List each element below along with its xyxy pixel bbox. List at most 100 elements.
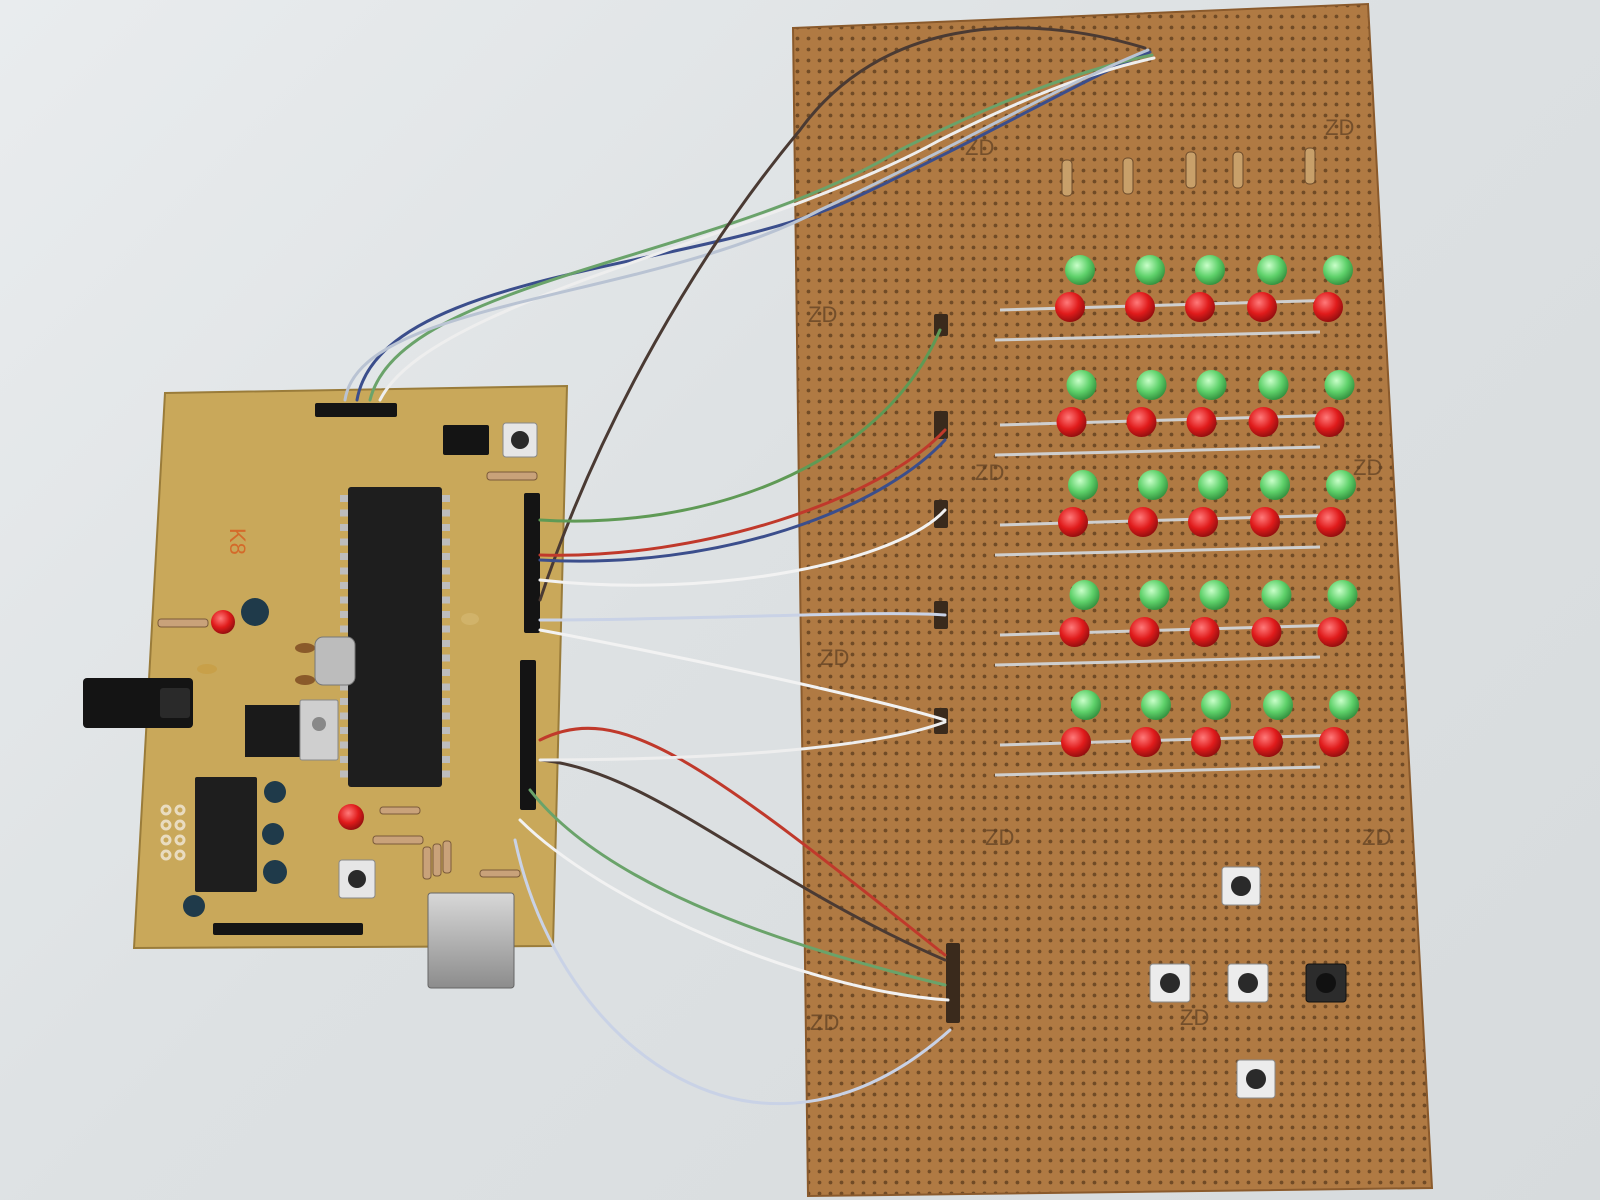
green-led <box>1323 255 1353 285</box>
wire-bundle <box>343 26 1156 1106</box>
green-led <box>1201 690 1231 720</box>
push-button-left <box>1149 963 1191 1003</box>
driver-ic <box>195 777 257 892</box>
voltage-regulator <box>245 699 339 761</box>
red-led <box>1191 727 1221 757</box>
led-row-lead <box>999 733 1341 747</box>
board-marking: K8 <box>225 528 250 555</box>
red-led <box>1250 507 1280 537</box>
red-led <box>1129 617 1160 647</box>
green-led <box>1324 370 1355 400</box>
chip-pin <box>340 770 348 778</box>
chip-pin <box>340 524 348 531</box>
red-led <box>1128 507 1158 537</box>
led-row-lead <box>999 513 1341 527</box>
green-led <box>1066 370 1097 400</box>
push-button-down <box>1236 1059 1276 1099</box>
red-led <box>1056 407 1087 437</box>
green-led <box>1135 255 1165 285</box>
red-led <box>1313 292 1343 322</box>
chip-pin <box>340 495 348 502</box>
red-led <box>1248 407 1279 437</box>
isp-pads <box>160 804 186 861</box>
green-led <box>1257 255 1287 285</box>
led-row-lead <box>994 330 1321 342</box>
pcb-buttons <box>338 422 538 899</box>
chip-pin <box>340 712 348 720</box>
chip-pin <box>340 683 348 691</box>
chip-pin <box>442 596 450 604</box>
capacitors <box>183 598 479 917</box>
chip-pin <box>442 538 450 546</box>
marking-7: ZD <box>985 825 1014 850</box>
red-led <box>1253 727 1283 757</box>
green-led <box>1263 690 1293 720</box>
red-led <box>1061 727 1091 757</box>
led-row-lead <box>994 655 1321 667</box>
marking-9: ZD <box>810 1010 839 1035</box>
red-led <box>1125 292 1155 322</box>
red-led <box>1126 407 1157 437</box>
red-led <box>1316 507 1346 537</box>
green-led <box>1138 470 1168 500</box>
red-led <box>1314 407 1345 437</box>
chip-pin <box>340 698 348 705</box>
marking-10: ZD <box>1180 1005 1209 1030</box>
chip-pin <box>340 567 348 575</box>
marking-8: ZD <box>1362 825 1391 850</box>
pcb-headers <box>213 403 540 935</box>
led-row-lead <box>994 765 1321 777</box>
red-led <box>1247 292 1277 322</box>
marking-1: ZD <box>965 135 994 160</box>
chip-pin <box>442 727 450 734</box>
chip-pin <box>442 567 450 575</box>
chip-pin <box>442 756 450 763</box>
led-matrix <box>994 255 1359 777</box>
chip-pin <box>442 741 450 749</box>
green-led <box>1258 370 1289 400</box>
push-button-center <box>1227 963 1269 1003</box>
green-led <box>1199 580 1230 610</box>
green-led <box>1326 470 1356 500</box>
push-button-up <box>1221 866 1261 906</box>
chip-pin <box>340 596 348 604</box>
chip-pin <box>442 669 450 676</box>
chip-pin <box>340 727 348 734</box>
chip-pin <box>442 582 450 589</box>
green-led <box>1260 470 1290 500</box>
red-led <box>1317 617 1348 647</box>
green-led <box>1329 690 1359 720</box>
chip-pin <box>442 770 450 778</box>
green-led <box>1069 580 1100 610</box>
green-led <box>1071 690 1101 720</box>
chip-pin <box>340 611 348 618</box>
perfboard-resistors <box>1061 147 1316 197</box>
chip-pin <box>442 553 450 560</box>
marking-2: ZD <box>1325 115 1354 140</box>
red-led <box>1186 407 1217 437</box>
green-led <box>1198 470 1228 500</box>
push-buttons <box>1149 866 1347 1099</box>
green-led <box>1136 370 1167 400</box>
chip-pin <box>340 538 348 546</box>
usb-connector <box>427 892 515 989</box>
marking-4: ZD <box>975 460 1004 485</box>
green-led <box>1065 255 1095 285</box>
push-button-right <box>1305 963 1347 1003</box>
chip-pin <box>340 509 348 517</box>
red-led <box>1059 617 1090 647</box>
chip-pin <box>442 509 450 517</box>
chip-pin <box>340 756 348 763</box>
marking-6: ZD <box>820 645 849 670</box>
green-led <box>1261 580 1292 610</box>
pcb-leds <box>211 610 364 830</box>
chip-pin <box>340 553 348 560</box>
red-led <box>1131 727 1161 757</box>
microcontroller-chip <box>340 487 450 787</box>
led-row-lead <box>994 445 1321 457</box>
marking-5: ZD <box>1353 455 1382 480</box>
marking-3: ZD <box>808 302 837 327</box>
red-led <box>1058 507 1088 537</box>
chip-pin <box>442 640 450 647</box>
